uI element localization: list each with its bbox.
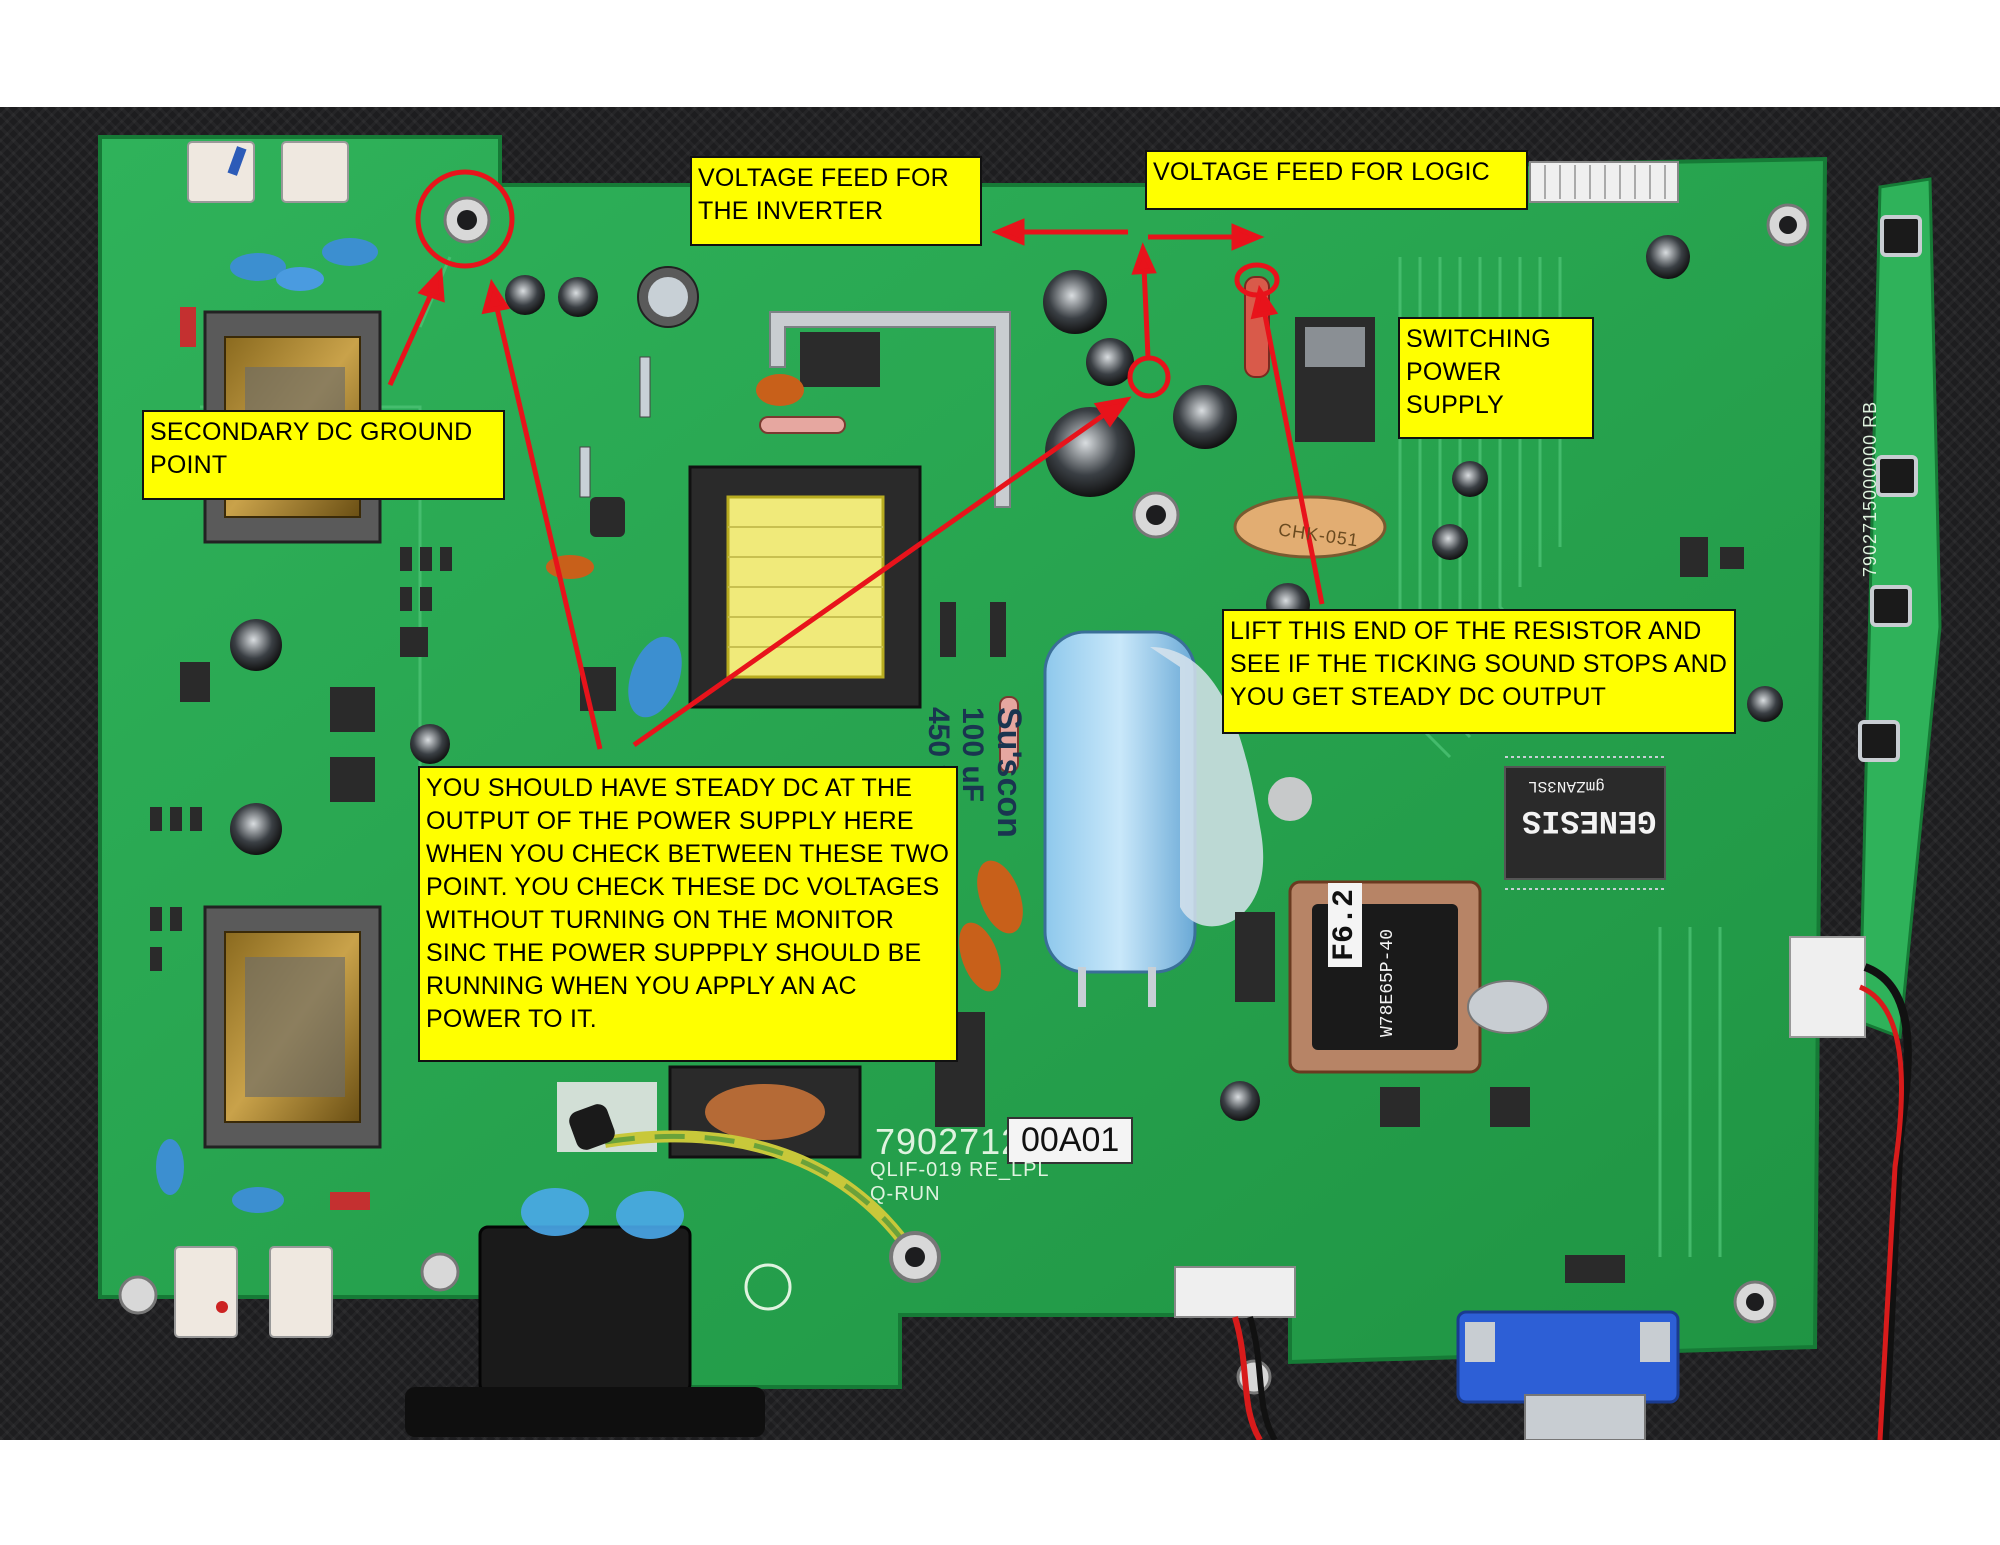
cap-top-2 [558, 277, 598, 317]
cap-large-2 [1086, 338, 1134, 386]
toroid-inductor [1233, 495, 1387, 559]
capacitor-rating: 100 uF [956, 707, 989, 803]
marker-output-point [1127, 355, 1171, 399]
capacitor-bulk [1043, 630, 1197, 974]
pcb-photo: 7902712 00A01 QLIF-019 RE_LPL Q-RUN 7902… [0, 107, 2000, 1440]
connector-cn4 [281, 141, 349, 203]
board-revision-label: 00A01 [1007, 1117, 1134, 1164]
cap-large-3 [1045, 407, 1135, 497]
chip-plcc-label: F6.2 [1328, 882, 1362, 967]
chip-genesis-sublabel: gmZAN3SL [1528, 777, 1605, 795]
heatsink [769, 311, 1011, 508]
pcb-board-drawing [98, 135, 1942, 1440]
callout-switching-power-supply: SWITCHING POWER SUPPLY [1398, 317, 1594, 439]
callout-steady-dc: YOU SHOULD HAVE STEADY DC AT THE OUTPUT … [418, 766, 958, 1062]
board-part-number: 7902712 [875, 1121, 1023, 1162]
cap-large-1 [1043, 270, 1107, 334]
cap-left-1 [230, 619, 282, 671]
cap-left-2 [230, 803, 282, 855]
side-strip-part-number: 7902715000000 RB [1860, 400, 1880, 577]
ac-inlet [478, 1225, 692, 1394]
smd-components-left [150, 307, 452, 971]
annotation-arrows [387, 218, 1325, 750]
callout-lift-resistor: LIFT THIS END OF THE RESISTOR AND SEE IF… [1222, 609, 1736, 734]
chip-genesis [1504, 766, 1666, 880]
chip-genesis-label: GENESIS [1522, 802, 1657, 839]
cap-top-1 [505, 275, 545, 315]
connector-cn2 [174, 1246, 238, 1338]
marker-ground-point [415, 169, 515, 269]
callout-logic-feed: VOLTAGE FEED FOR LOGIC [1145, 150, 1528, 210]
callout-inverter-feed: VOLTAGE FEED FOR THE INVERTER [690, 156, 982, 246]
callout-secondary-ground: SECONDARY DC GROUND POINT [142, 410, 505, 500]
capacitor-brand: Su'scon [990, 707, 1028, 838]
board-model: QLIF-019 RE_LPL [870, 1159, 1050, 1181]
connector-cn701 [1174, 1266, 1296, 1318]
connector-cn1 [269, 1246, 333, 1338]
chip-plcc-sublabel: W78E65P-40 [1378, 928, 1398, 1037]
board-model-2: Q-RUN [870, 1183, 941, 1205]
